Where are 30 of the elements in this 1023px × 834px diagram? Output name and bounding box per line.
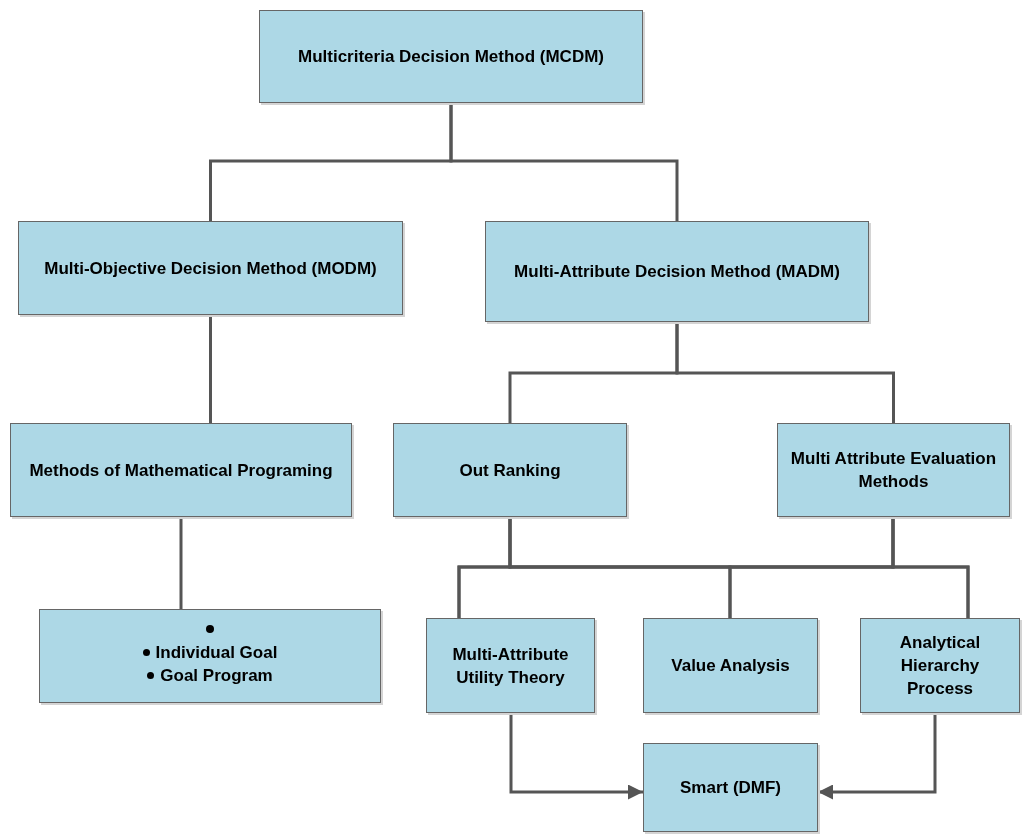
connector-line	[209, 315, 212, 423]
process-box	[259, 10, 643, 103]
box-label: Methods of Mathematical Programing	[29, 459, 333, 482]
process-box	[10, 423, 352, 517]
process-box	[393, 423, 627, 517]
box-label: Multi Attribute Evaluation Methods	[789, 448, 998, 493]
arrow	[509, 713, 643, 800]
list-item: Individual Goal	[142, 641, 278, 664]
process-box	[643, 618, 818, 713]
connector-line	[449, 103, 679, 221]
list-item: Goal Program	[147, 664, 273, 687]
box-label: Multi-Attribute Utility Theory	[451, 643, 570, 689]
process-box	[777, 423, 1010, 517]
connector-line	[179, 517, 183, 609]
box-label: Value Analysis	[671, 655, 790, 677]
box-label: Multi-Attribute Decision Method (MADM)	[514, 261, 840, 283]
process-box	[485, 221, 869, 322]
process-box	[643, 743, 818, 832]
box-label: Out Ranking	[459, 459, 561, 482]
box-label: Analytical Hierarchy Process	[898, 632, 982, 700]
box-label: Multi-Objective Decision Method (MODM)	[44, 257, 377, 280]
box-label: Multicriteria Decision Method (MCDM)	[298, 46, 604, 68]
process-box	[426, 618, 595, 713]
connector-line	[891, 517, 970, 618]
process-box	[860, 618, 1020, 713]
arrow	[818, 713, 937, 800]
process-box	[39, 609, 381, 703]
box-label: Smart (DMF)	[679, 777, 782, 799]
process-box	[18, 221, 403, 315]
connector-line	[675, 322, 895, 423]
